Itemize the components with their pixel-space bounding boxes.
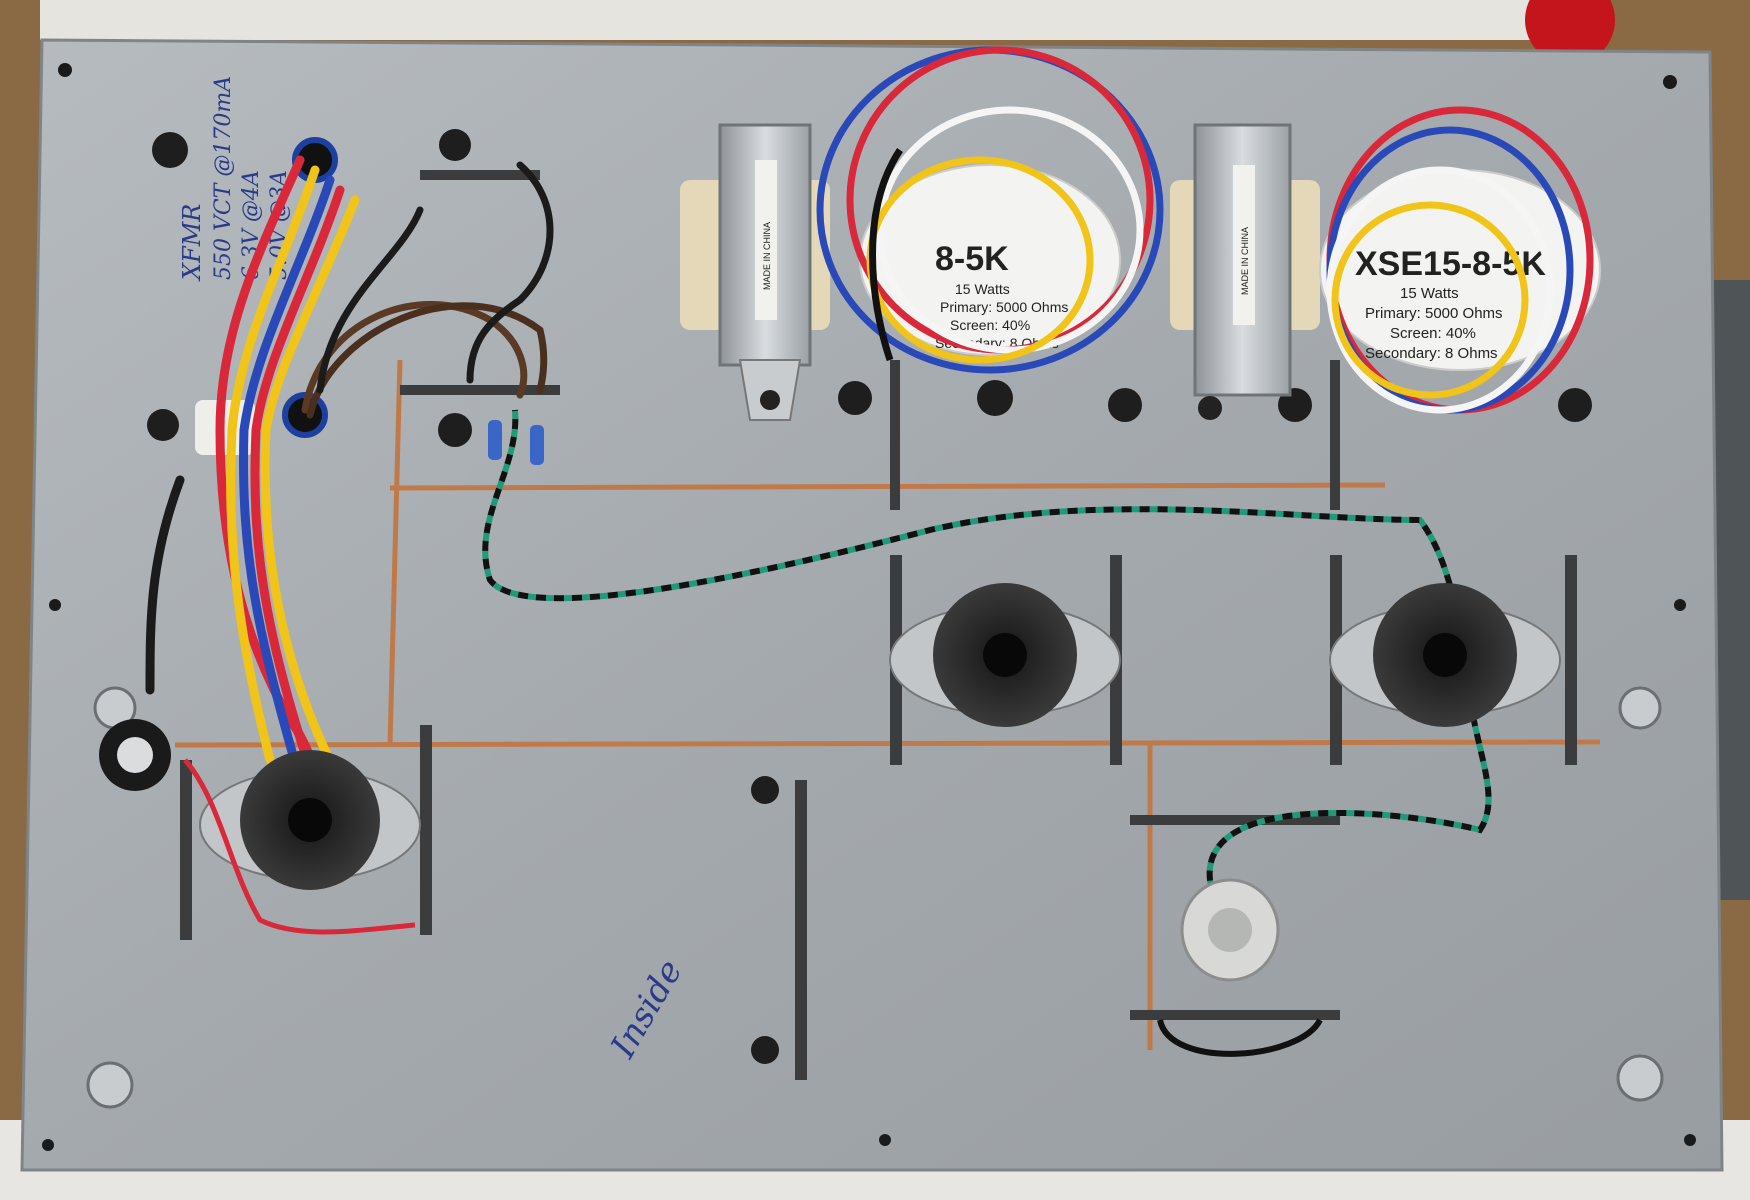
rectifier-socket bbox=[199, 750, 421, 890]
hardware-nuts bbox=[147, 129, 1592, 1064]
filament-wires bbox=[301, 161, 554, 419]
spec-line-2: 550 VCT @170mA bbox=[211, 76, 236, 280]
tube-socket-2 bbox=[1329, 583, 1561, 727]
copper-bus bbox=[174, 359, 1601, 1050]
electrolytic-capacitor bbox=[99, 719, 171, 791]
red-object bbox=[1525, 0, 1615, 65]
xfmr-left-primary: Primary: 5000 Ohms bbox=[940, 299, 1068, 315]
preamp-socket bbox=[1180, 878, 1280, 982]
towel-top bbox=[40, 0, 1540, 40]
tube-socket-1 bbox=[889, 583, 1121, 727]
corner-screws bbox=[86, 686, 1664, 1109]
xfmr-right-primary: Primary: 5000 Ohms bbox=[1365, 305, 1503, 322]
xfmr-left-screen: Screen: 40% bbox=[950, 317, 1030, 333]
black-jumper bbox=[1157, 1018, 1323, 1057]
xfmr-right-watts: 15 Watts bbox=[1400, 285, 1459, 302]
spec-line-1: XFMR bbox=[178, 204, 206, 282]
xfmr-right-screen: Screen: 40% bbox=[1390, 325, 1476, 342]
xfmr-left-madein: MADE IN CHINA bbox=[762, 222, 772, 290]
transformer-leads-right bbox=[1326, 106, 1594, 414]
output-transformer-left: MADE IN CHINA 8-5K 15 Watts Primary: 500… bbox=[680, 123, 1121, 421]
red-lead-wire bbox=[183, 758, 416, 935]
transformer-leads-left bbox=[816, 46, 1164, 374]
xfmr-right-madein: MADE IN CHINA bbox=[1240, 227, 1250, 295]
resistors bbox=[488, 420, 544, 465]
twisted-heater-wire bbox=[482, 409, 1492, 962]
xfmr-right-secondary: Secondary: 8 Ohms bbox=[1365, 345, 1498, 362]
mounting-holes bbox=[42, 63, 1696, 1151]
output-transformer-right: MADE IN CHINA XSE15-8-5K 15 Watts Primar… bbox=[1170, 123, 1601, 420]
xfmr-left-model: 8-5K bbox=[935, 240, 1009, 278]
power-wire-bundle bbox=[145, 155, 360, 865]
xfmr-left-watts: 15 Watts bbox=[955, 281, 1010, 297]
